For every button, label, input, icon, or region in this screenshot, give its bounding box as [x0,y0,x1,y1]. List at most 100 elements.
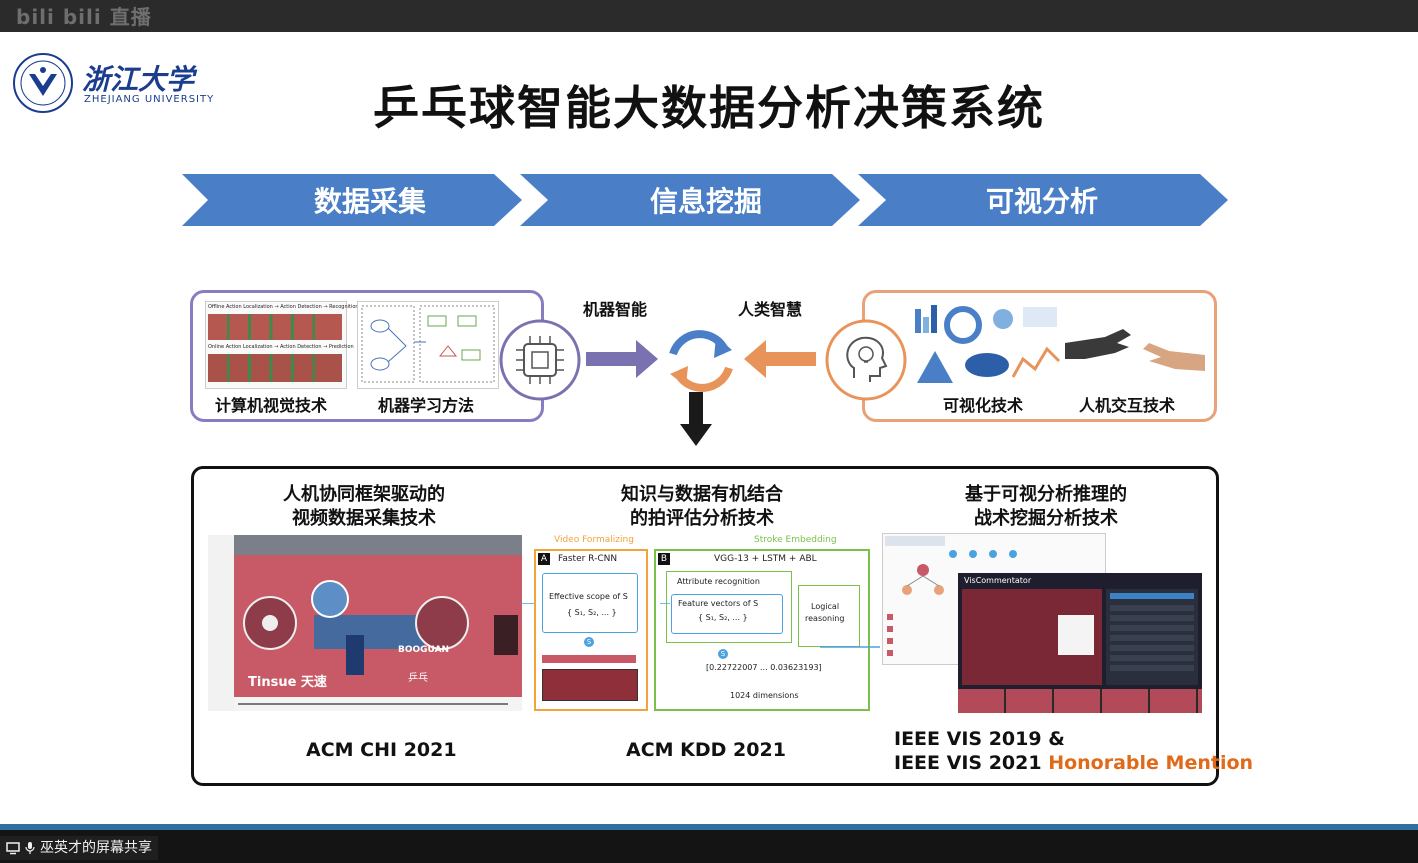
action-detection-thumbnail: Offline Action Localization → Action Det… [205,301,359,389]
col1-heading-line2: 视频数据采集技术 [292,508,436,529]
ml-label: 机器学习方法 [378,396,475,415]
effective-scope-set: { S₁, S₂, ... } [567,608,617,617]
microphone-icon [25,842,35,854]
pipeline-stage-3: 可视分析 [985,185,1098,218]
chevron-stage-3 [858,174,1228,226]
screen-share-icon [6,842,20,855]
chevron-stage-1 [182,174,522,226]
scope-marker-icon: S [584,637,594,647]
ml-diagram-thumbnail [357,301,499,389]
viscommentator-title: VisCommentator [964,576,1032,585]
human-wisdom-label: 人类智慧 [738,300,803,319]
col3-venue-line2: IEEE VIS 2021 [894,752,1042,774]
cv-label: 计算机视觉技术 [215,396,328,415]
pipeline-stage-2: 信息挖掘 [649,185,762,218]
logo-name-en: ZHEJIANG UNIVERSITY [84,94,215,105]
frame-strip-1 [542,655,636,663]
slide-bottom-strip [0,824,1418,830]
infographic-icon [915,305,1061,383]
vector-dims: 1024 dimensions [730,691,799,700]
chevron-stage-2 [520,174,860,226]
booguan-sign: BOOGUAN [398,645,450,655]
video-scene-icon [234,555,522,703]
logic-text-2: reasoning [805,614,845,623]
research-results-box: 人机协同框架驱动的 视频数据采集技术 Tinsue 天速 BOOGUAN 乒乓 [191,466,1253,786]
video-formalizing-label: Video Formalizing [554,535,634,545]
panel-a-title: Faster R-CNN [558,554,618,564]
col3-venue-line1: IEEE VIS 2019 & [894,728,1065,750]
presentation-slide: 浙江大学 ZHEJIANG UNIVERSITY 乒乓球智能大数据分析决策系统 … [0,32,1418,824]
hci-label: 人机交互技术 [1079,396,1176,415]
attribute-recognition-text: Attribute recognition [677,577,760,586]
kdd-flow-arrows [520,603,880,648]
viscommentator-screenshot: VisCommentator [958,573,1202,713]
frame-stack [542,669,638,701]
stroke-embedding-label: Stroke Embedding [754,535,837,545]
vector-values: [0.22722007 ... 0.03623193] [706,663,822,672]
pingpong-sign: 乒乓 [408,673,428,684]
vis-side-panel [1106,589,1198,685]
orange-left-arrow [744,340,816,378]
video-sidebar [208,535,234,711]
panel-a: A Faster R-CNN Effective scope of S { S₁… [534,549,648,711]
logo-name-zh: 浙江大学 [82,63,195,96]
panel-b-title: VGG-13 + LSTM + ABL [714,554,817,564]
pipeline-stage-1: 数据采集 [313,185,426,218]
visualization-label: 可视化技术 [943,396,1024,415]
col2-heading: 知识与数据有机结合 的拍评估分析技术 [574,483,830,531]
feature-vector-box: Feature vectors of S { S₁, S₂, ... } [671,594,783,634]
col2-venue: ACM KDD 2021 [626,739,786,761]
tactics-tree-icon [885,536,1017,656]
center-arrows [586,330,816,392]
cycle-icon [669,330,733,392]
down-arrow-icon [680,392,712,446]
vector-marker-icon: S [718,649,728,659]
screen-share-label: 巫英才的屏幕共享 [40,840,152,856]
zju-emblem-icon [13,53,73,113]
machine-intelligence-label: 机器智能 [583,300,648,319]
machine-intelligence-box: Offline Action Localization → Action Det… [190,290,544,422]
effective-scope-text: Effective scope of S [549,592,628,601]
ml-diagram-icon [361,305,495,383]
col3-heading-line2: 战术挖掘分析技术 [974,508,1118,529]
meeting-bottombar [0,830,1418,863]
feature-vector-text: Feature vectors of S [678,599,759,608]
thumb-caption-2: Online Action Localization → Action Dete… [208,344,354,350]
slide-title: 乒乓球智能大数据分析决策系统 [373,81,1045,135]
col1-heading-line1: 人机协同框架驱动的 [283,484,445,505]
col2-heading-line1: 知识与数据有机结合 [621,484,783,505]
panel-b: B VGG-13 + LSTM + ABL Attribute recognit… [654,549,870,711]
panel-a-tag: A [538,553,550,565]
infographic-thumbnail [913,299,1061,387]
col3-heading: 基于可视分析推理的 战术挖掘分析技术 [914,483,1178,531]
pipeline-chevrons [182,174,1228,226]
robot-human-hand-icon [1065,329,1205,371]
app-topbar: bili bili 直播 [0,0,1418,32]
video-timeline[interactable] [234,697,522,711]
purple-right-arrow [586,340,658,378]
col1-heading: 人机协同框架驱动的 视频数据采集技术 [234,483,494,531]
screen-share-indicator[interactable]: 巫英才的屏幕共享 [0,836,158,860]
frames-strip-bottom [208,354,342,382]
vis-frame-strip [958,689,1202,713]
col3-heading-line1: 基于可视分析推理的 [965,484,1127,505]
zju-logo: 浙江大学 ZHEJIANG UNIVERSITY [12,52,222,116]
effective-scope-box: Effective scope of S { S₁, S₂, ... } [542,573,638,633]
head-bulb-icon [825,319,907,401]
hand-touch-thumbnail [1065,299,1205,387]
thumb-caption-1: Offline Action Localization → Action Det… [208,304,359,310]
attribute-box: Attribute recognition Feature vectors of… [666,571,792,643]
award-label: Honorable Mention [1048,752,1254,774]
tinsue-sign: Tinsue 天速 [248,675,327,690]
vis-popup [1058,615,1094,655]
video-top-band [234,535,522,555]
feature-vector-set: { S₁, S₂, ... } [698,613,748,622]
logic-text-1: Logical [811,602,840,611]
chi-video-screenshot: Tinsue 天速 BOOGUAN 乒乓 [208,535,522,711]
col3-venue: IEEE VIS 2019 & IEEE VIS 2021 Honorable … [894,727,1253,775]
bilibili-live-logo: bili bili 直播 [16,5,152,29]
col1-venue: ACM CHI 2021 [306,739,457,761]
human-wisdom-box: 可视化技术 人机交互技术 [862,290,1217,422]
chip-icon [499,319,581,401]
frames-strip-top [208,314,342,340]
